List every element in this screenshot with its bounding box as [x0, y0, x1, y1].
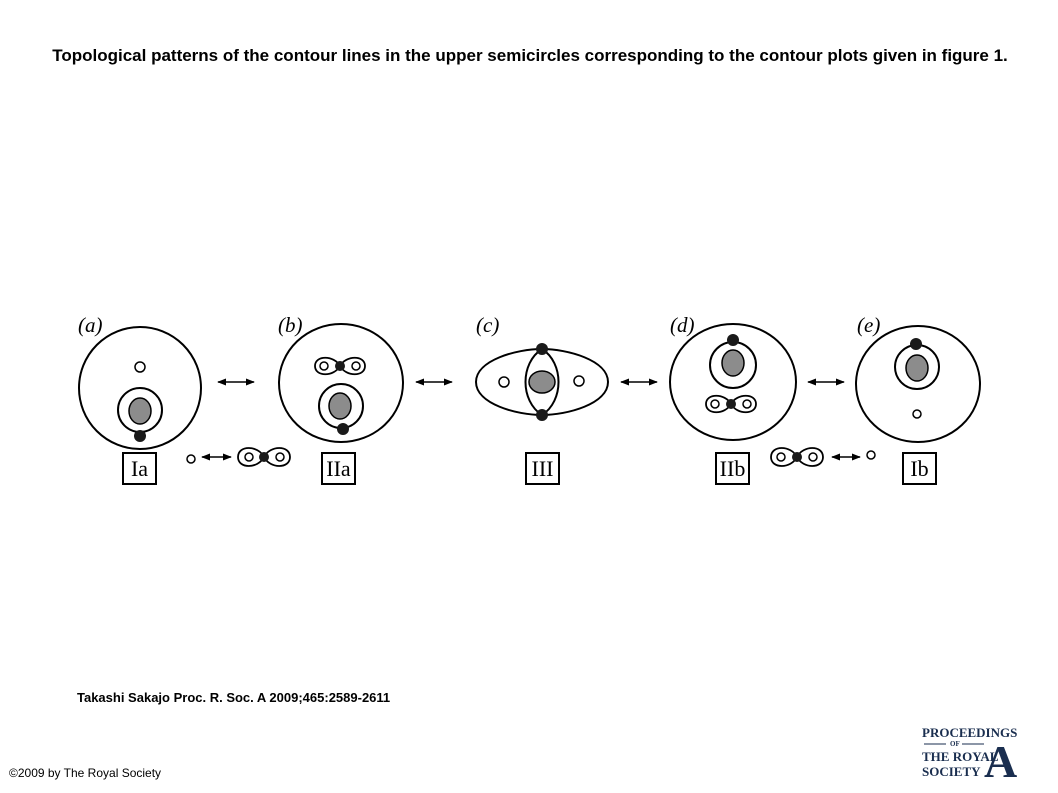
pattern-box-e [902, 452, 937, 485]
logo-line-proceedings: PROCEEDINGS [922, 725, 1017, 740]
pattern-label-ia: Ia [131, 456, 148, 481]
saddle-point [792, 452, 802, 462]
center-point [866, 450, 876, 460]
panel-c: (c) III [474, 313, 610, 485]
panel-label-b: (b) [278, 313, 303, 337]
pattern-label-iia: IIa [326, 456, 351, 481]
center-point [186, 454, 196, 464]
pattern-label-iii: III [532, 456, 554, 481]
center-point [912, 409, 922, 419]
outer-contour [855, 325, 981, 443]
logo-line-royal: THE ROYAL [922, 749, 999, 764]
outer-contour [669, 323, 797, 441]
vortex-core [905, 354, 929, 382]
panel-label-e: (e) [857, 313, 880, 337]
center-point [351, 361, 361, 371]
center-point [244, 452, 254, 462]
panel-e: (e) Ib [855, 313, 981, 485]
saddle-point [536, 409, 548, 421]
pattern-label-iib: IIb [720, 456, 746, 481]
pattern-label-ib: Ib [910, 456, 928, 481]
saddle-point [726, 399, 736, 409]
panel-d: (d) IIb [669, 313, 797, 485]
bifurcation-aux-right [770, 447, 876, 467]
center-point [134, 361, 146, 373]
citation: Takashi Sakajo Proc. R. Soc. A 2009;465:… [77, 690, 391, 705]
outer-contour [278, 323, 404, 443]
outer-contour [78, 326, 202, 450]
saddle-point [134, 430, 146, 442]
royal-society-logo: PROCEEDINGS OF THE ROYAL SOCIETY A [922, 725, 1017, 781]
logo-line-society: SOCIETY [922, 764, 981, 779]
pattern-box-a [122, 452, 157, 485]
logo-line-of: OF [950, 740, 960, 748]
saddle-point [337, 423, 349, 435]
saddle-point [335, 361, 345, 371]
saddle-point [536, 343, 548, 355]
center-point [319, 361, 329, 371]
figure-title: Topological patterns of the contour line… [52, 46, 1008, 65]
center-point [742, 399, 752, 409]
center-point [275, 452, 285, 462]
pattern-box-d [715, 452, 750, 485]
center-point [710, 399, 720, 409]
vortex-core [721, 349, 745, 377]
panel-a: (a) Ia [78, 313, 202, 485]
panel-label-c: (c) [476, 313, 499, 337]
saddle-point [910, 338, 922, 350]
topology-diagram: (a) Ia (b) IIa (c) [78, 313, 981, 485]
vortex-core [128, 397, 152, 425]
pattern-box-b [321, 452, 356, 485]
center-point [498, 376, 510, 388]
panel-label-d: (d) [670, 313, 695, 337]
bifurcation-aux-left [186, 447, 291, 467]
panel-b: (b) IIa [278, 313, 404, 485]
center-point [808, 452, 818, 462]
vortex-core [328, 392, 352, 420]
panel-label-a: (a) [78, 313, 103, 337]
pattern-box-c [525, 452, 560, 485]
center-point [573, 375, 585, 387]
copyright: ©2009 by The Royal Society [9, 766, 162, 780]
saddle-point [727, 334, 739, 346]
logo-letter-a: A [984, 736, 1017, 781]
center-point [776, 452, 786, 462]
vortex-core [528, 370, 556, 394]
saddle-point [259, 452, 269, 462]
